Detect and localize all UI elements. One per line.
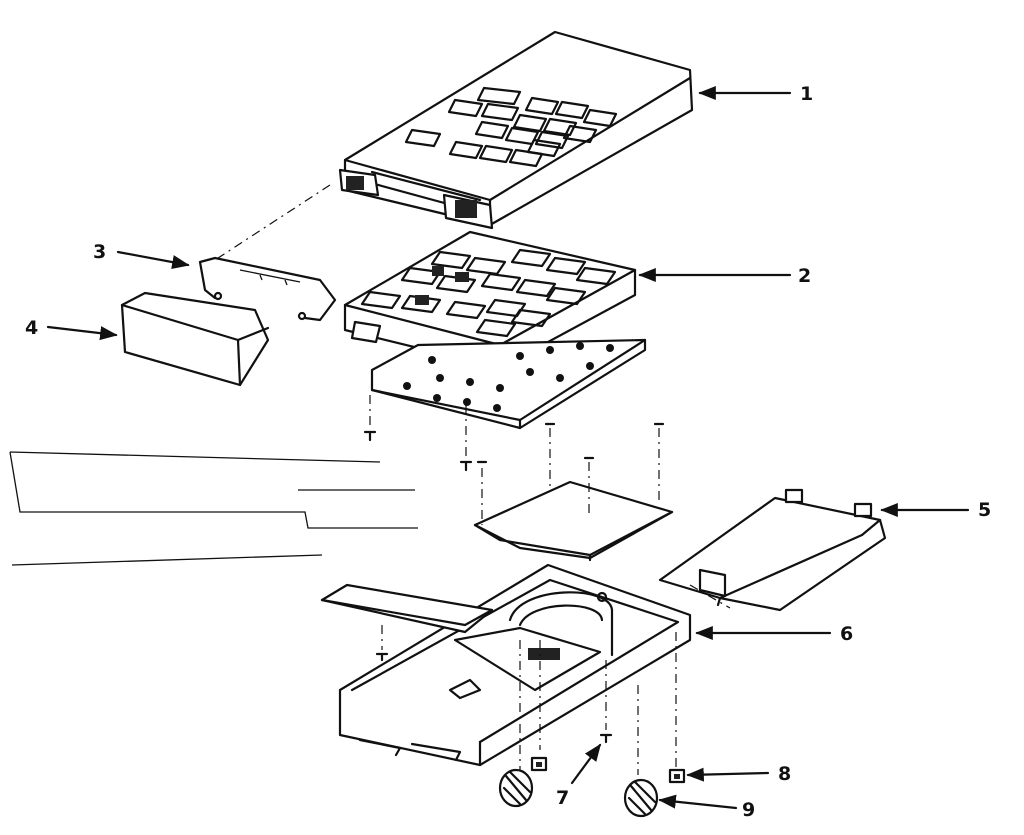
- bottom-housing-part: [338, 563, 692, 767]
- callout-label-9: 9: [742, 799, 755, 821]
- main-circuit-board: [473, 422, 674, 562]
- callout-label-8: 8: [778, 763, 791, 785]
- callout-label-6: 6: [840, 623, 853, 645]
- keypad-screws: [363, 395, 473, 472]
- callout-label-3: 3: [93, 241, 106, 263]
- battery-door-part: [658, 488, 887, 612]
- battery-contact-part: [198, 256, 337, 322]
- callout-label-5: 5: [978, 499, 991, 521]
- fastener-parts: [498, 632, 686, 818]
- callout-label-7: 7: [556, 787, 569, 809]
- top-cover-part: [338, 30, 694, 230]
- leader-lines: [9, 451, 418, 566]
- callout-arrows: [46, 85, 970, 810]
- display-board: [320, 583, 494, 662]
- callout-label-2: 2: [798, 265, 811, 287]
- callout-label-1: 1: [800, 83, 813, 105]
- battery-part: [120, 291, 270, 387]
- callout-label-4: 4: [25, 317, 38, 339]
- keypad-circuit-board: [370, 338, 647, 430]
